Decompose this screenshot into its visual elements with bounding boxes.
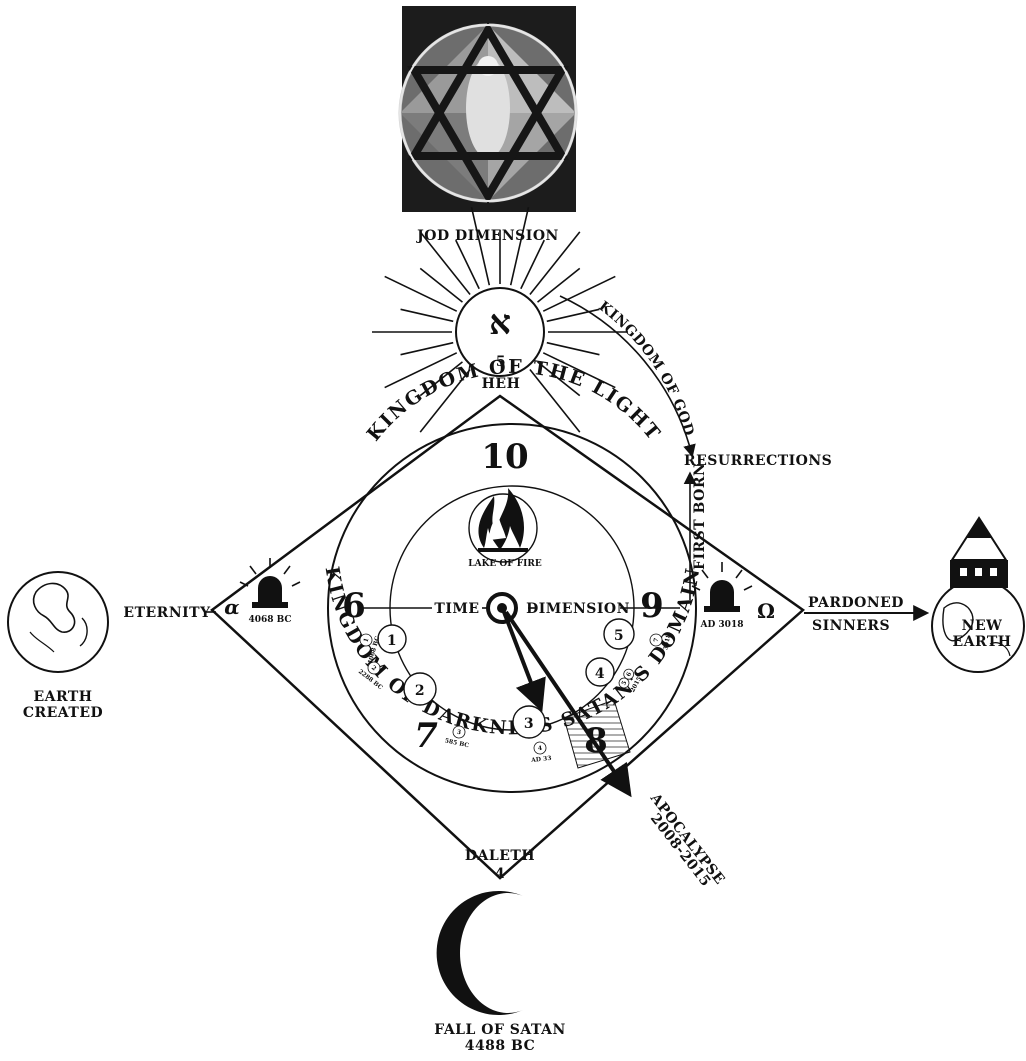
- alpha-symbol: α: [224, 595, 239, 619]
- omega-symbol: Ω: [757, 599, 775, 623]
- number-nine: 9: [640, 586, 664, 626]
- number-eight: 8: [584, 721, 608, 761]
- time-label: TIME: [434, 601, 479, 617]
- svg-text:4: 4: [595, 666, 605, 682]
- fall-of-satan-line2: 4488 BC: [465, 1038, 536, 1054]
- new-earth-line1: NEW: [962, 618, 1003, 634]
- svg-text:5: 5: [614, 628, 624, 644]
- svg-text:2: 2: [415, 683, 425, 699]
- svg-text:585 BC: 585 BC: [444, 737, 470, 749]
- short-hand-arrow: [504, 612, 540, 706]
- earth-globe-icon: [8, 572, 108, 672]
- left-alarm-date: 4068 BC: [248, 615, 291, 625]
- sun-ray: [401, 309, 454, 321]
- daleth-label: DALETH: [465, 848, 535, 864]
- number-seven: 7: [414, 716, 438, 756]
- jod-dimension-label: JOD DIMENSION: [415, 228, 559, 244]
- sun-ray: [385, 276, 457, 311]
- new-earth-line2: EARTH: [952, 634, 1011, 650]
- sun-ray: [547, 309, 600, 321]
- svg-text:4: 4: [538, 745, 543, 752]
- stained-glass-window: [400, 6, 576, 212]
- sun-ray: [547, 343, 600, 355]
- earth-created-line1: EARTH: [33, 689, 92, 705]
- first-born-label: FIRST BORN: [692, 463, 708, 570]
- sun-ray: [401, 343, 454, 355]
- right-alarm-date: AD 3018: [700, 620, 744, 630]
- eternity-label: ETERNITY: [123, 605, 211, 621]
- fall-of-satan-line1: FALL OF SATAN: [434, 1022, 566, 1038]
- svg-text:3: 3: [524, 716, 534, 732]
- apocalypse-label: APOCALYPSE: [646, 790, 727, 888]
- earth-created-line2: CREATED: [23, 705, 103, 721]
- svg-text:AD 33: AD 33: [530, 755, 552, 764]
- dimension-label: DIMENSION: [526, 601, 630, 617]
- aleph-glyph: א: [489, 303, 511, 343]
- sinners-label: SINNERS: [812, 618, 890, 634]
- number-six: 6: [342, 586, 366, 626]
- crescent-moon-icon: [437, 891, 523, 1015]
- svg-text:1: 1: [387, 633, 397, 649]
- daleth-number: 4: [495, 866, 505, 882]
- lake-of-fire-label: LAKE OF FIRE: [468, 559, 542, 569]
- sun-ray: [511, 207, 529, 285]
- pardoned-label: PARDONED: [808, 595, 904, 611]
- sun-ray: [472, 207, 490, 285]
- number-ten: 10: [481, 437, 528, 477]
- kingdom-of-light-arc: KINGDOM OF THE LIGHT: [363, 356, 666, 445]
